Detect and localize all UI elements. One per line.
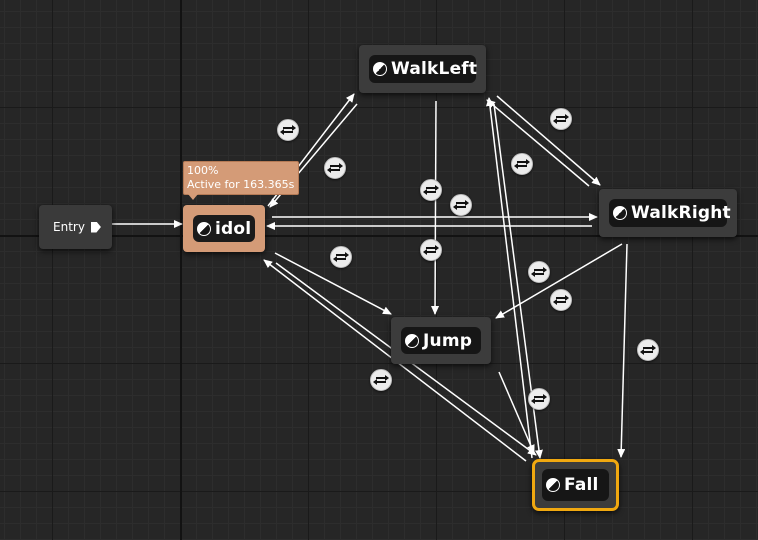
transition-rule-icon[interactable] <box>420 239 442 261</box>
transition-rule-icon[interactable] <box>370 369 392 391</box>
entry-label: Entry <box>53 220 85 234</box>
rule-arrow-left-icon <box>423 249 427 255</box>
transition-rule-icon[interactable] <box>277 119 299 141</box>
state-node-fall[interactable]: Fall <box>532 459 619 511</box>
rule-arrow-right-icon <box>292 125 296 131</box>
transition-rule-icon[interactable] <box>550 289 572 311</box>
state-node-walkright[interactable]: WalkRight <box>599 189 737 237</box>
state-icon <box>613 206 627 220</box>
rule-arrow-right-icon <box>543 394 547 400</box>
transition-wire-walkright-to-walkleft[interactable] <box>486 99 590 187</box>
transition-wire-walkright-to-fall[interactable] <box>617 243 628 458</box>
rule-arrow-left-icon <box>531 271 535 277</box>
state-node-walkleft[interactable]: WalkLeft <box>359 45 486 93</box>
rule-arrow-left-icon <box>327 167 331 173</box>
entry-node[interactable]: Entry <box>39 205 112 249</box>
rule-arrow-right-icon <box>385 375 389 381</box>
rule-arrow-right-icon <box>435 245 439 251</box>
rule-arrow-right-icon <box>526 159 530 165</box>
transition-rule-icon[interactable] <box>324 157 346 179</box>
state-node-jump[interactable]: Jump <box>391 317 491 364</box>
state-title-bar: Jump <box>401 327 481 354</box>
transition-rule-icon[interactable] <box>550 108 572 130</box>
active-state-tooltip: 100% Active for 163.365s <box>183 161 299 200</box>
transition-wire-idol-to-jump[interactable] <box>274 252 392 315</box>
state-title-bar: Fall <box>542 469 609 501</box>
rule-arrow-left-icon <box>553 118 557 124</box>
rule-arrow-right-icon <box>652 345 656 351</box>
state-label-walkright: WalkRight <box>631 203 731 223</box>
transition-rule-icon[interactable] <box>450 194 472 216</box>
transition-wire-walkright-to-jump[interactable] <box>495 243 623 319</box>
rule-arrow-right-icon <box>465 200 469 206</box>
transition-wire-walkleft-to-jump[interactable] <box>431 100 440 315</box>
tooltip-active-time: Active for 163.365s <box>187 178 295 191</box>
transition-rule-icon[interactable] <box>420 179 442 201</box>
transition-wire-walkleft-to-walkright[interactable] <box>496 95 601 186</box>
rule-arrow-right-icon <box>339 163 343 169</box>
state-title-bar: WalkRight <box>609 199 731 227</box>
rule-arrow-left-icon <box>531 398 535 404</box>
state-icon <box>405 333 419 348</box>
rule-arrow-left-icon <box>333 256 337 262</box>
state-icon <box>546 478 560 492</box>
rule-arrow-right-icon <box>565 295 569 301</box>
rule-arrow-left-icon <box>453 204 457 210</box>
transition-wire-fall-to-walkleft[interactable] <box>485 97 533 459</box>
tooltip-weight: 100% <box>187 164 219 177</box>
rule-arrow-right-icon <box>565 114 569 120</box>
rule-arrow-left-icon <box>553 299 557 305</box>
state-label-fall: Fall <box>564 475 599 495</box>
state-title-bar: idol <box>193 215 255 242</box>
entry-arrow-icon <box>90 221 101 233</box>
state-title-bar: WalkLeft <box>369 55 478 83</box>
transition-rule-icon[interactable] <box>637 339 659 361</box>
rule-arrow-left-icon <box>280 129 284 135</box>
transition-rule-icon[interactable] <box>511 153 533 175</box>
rule-arrow-left-icon <box>640 349 644 355</box>
state-icon <box>373 62 387 76</box>
transition-rule-icon[interactable] <box>330 246 352 268</box>
state-label-idol: idol <box>215 218 252 239</box>
rule-arrow-left-icon <box>423 189 427 195</box>
rule-arrow-left-icon <box>514 163 518 169</box>
rule-arrow-right-icon <box>435 185 439 191</box>
rule-arrow-right-icon <box>345 252 349 258</box>
state-node-idol[interactable]: idol <box>183 205 265 252</box>
state-label-walkleft: WalkLeft <box>391 59 478 79</box>
state-label-jump: Jump <box>423 330 473 351</box>
rule-arrow-right-icon <box>543 267 547 273</box>
transition-wire-jump-to-fall[interactable] <box>498 371 535 454</box>
rule-arrow-left-icon <box>373 379 377 385</box>
state-icon <box>197 221 211 236</box>
transition-rule-icon[interactable] <box>528 261 550 283</box>
transition-rule-icon[interactable] <box>528 388 550 410</box>
